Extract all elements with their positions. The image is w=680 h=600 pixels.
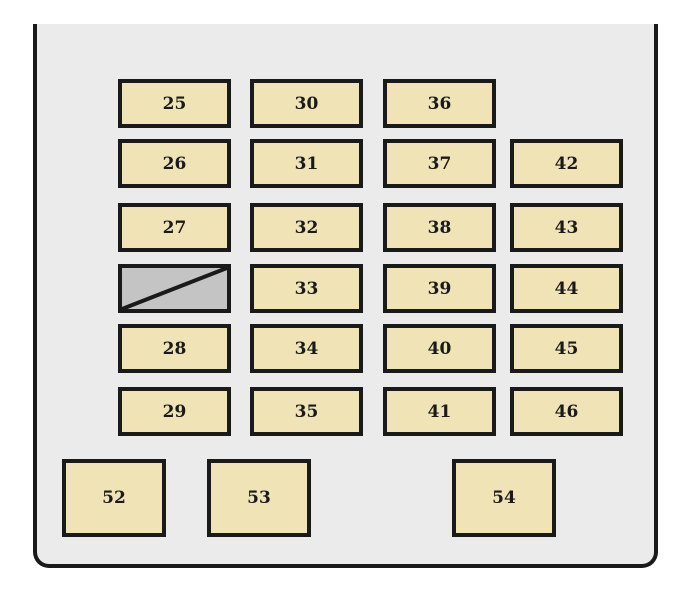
fuse-30: 30 [250,79,363,128]
fuse-54: 54 [452,459,556,537]
fuse-29: 29 [118,387,231,436]
fuse-34: 34 [250,324,363,373]
fuse-45: 45 [510,324,623,373]
fuse-44: 44 [510,264,623,313]
fuse-25: 25 [118,79,231,128]
fuse-46: 46 [510,387,623,436]
fuse-38: 38 [383,203,496,252]
fuse-41: 41 [383,387,496,436]
fuse-32: 32 [250,203,363,252]
fuse-53: 53 [207,459,311,537]
empty-fuse-slot [118,264,231,313]
diagonal-slash-icon [122,268,227,309]
fuse-26: 26 [118,139,231,188]
fuse-43: 43 [510,203,623,252]
fuse-52: 52 [62,459,166,537]
fuse-42: 42 [510,139,623,188]
fuse-28: 28 [118,324,231,373]
fuse-39: 39 [383,264,496,313]
fuse-31: 31 [250,139,363,188]
fuse-35: 35 [250,387,363,436]
fuse-37: 37 [383,139,496,188]
fuse-33: 33 [250,264,363,313]
fuse-36: 36 [383,79,496,128]
fuse-40: 40 [383,324,496,373]
fuse-27: 27 [118,203,231,252]
